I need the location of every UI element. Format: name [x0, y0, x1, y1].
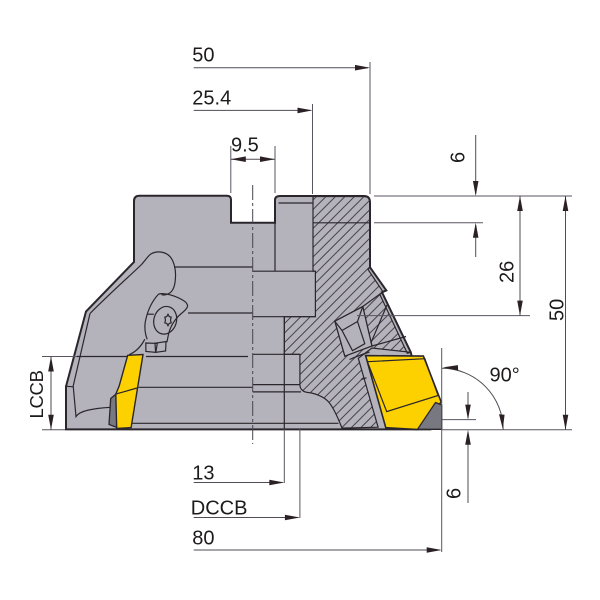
svg-text:LCCB: LCCB — [26, 370, 47, 418]
svg-text:50: 50 — [192, 45, 214, 67]
svg-text:6: 6 — [444, 488, 466, 499]
svg-text:DCCB: DCCB — [191, 498, 248, 520]
svg-text:9.5: 9.5 — [231, 135, 259, 157]
svg-text:80: 80 — [192, 528, 214, 550]
svg-text:13: 13 — [192, 463, 214, 485]
svg-text:6: 6 — [448, 152, 470, 163]
svg-text:50: 50 — [547, 299, 569, 321]
svg-text:26: 26 — [497, 261, 519, 283]
svg-text:90°: 90° — [490, 365, 520, 387]
svg-text:25.4: 25.4 — [192, 88, 231, 110]
